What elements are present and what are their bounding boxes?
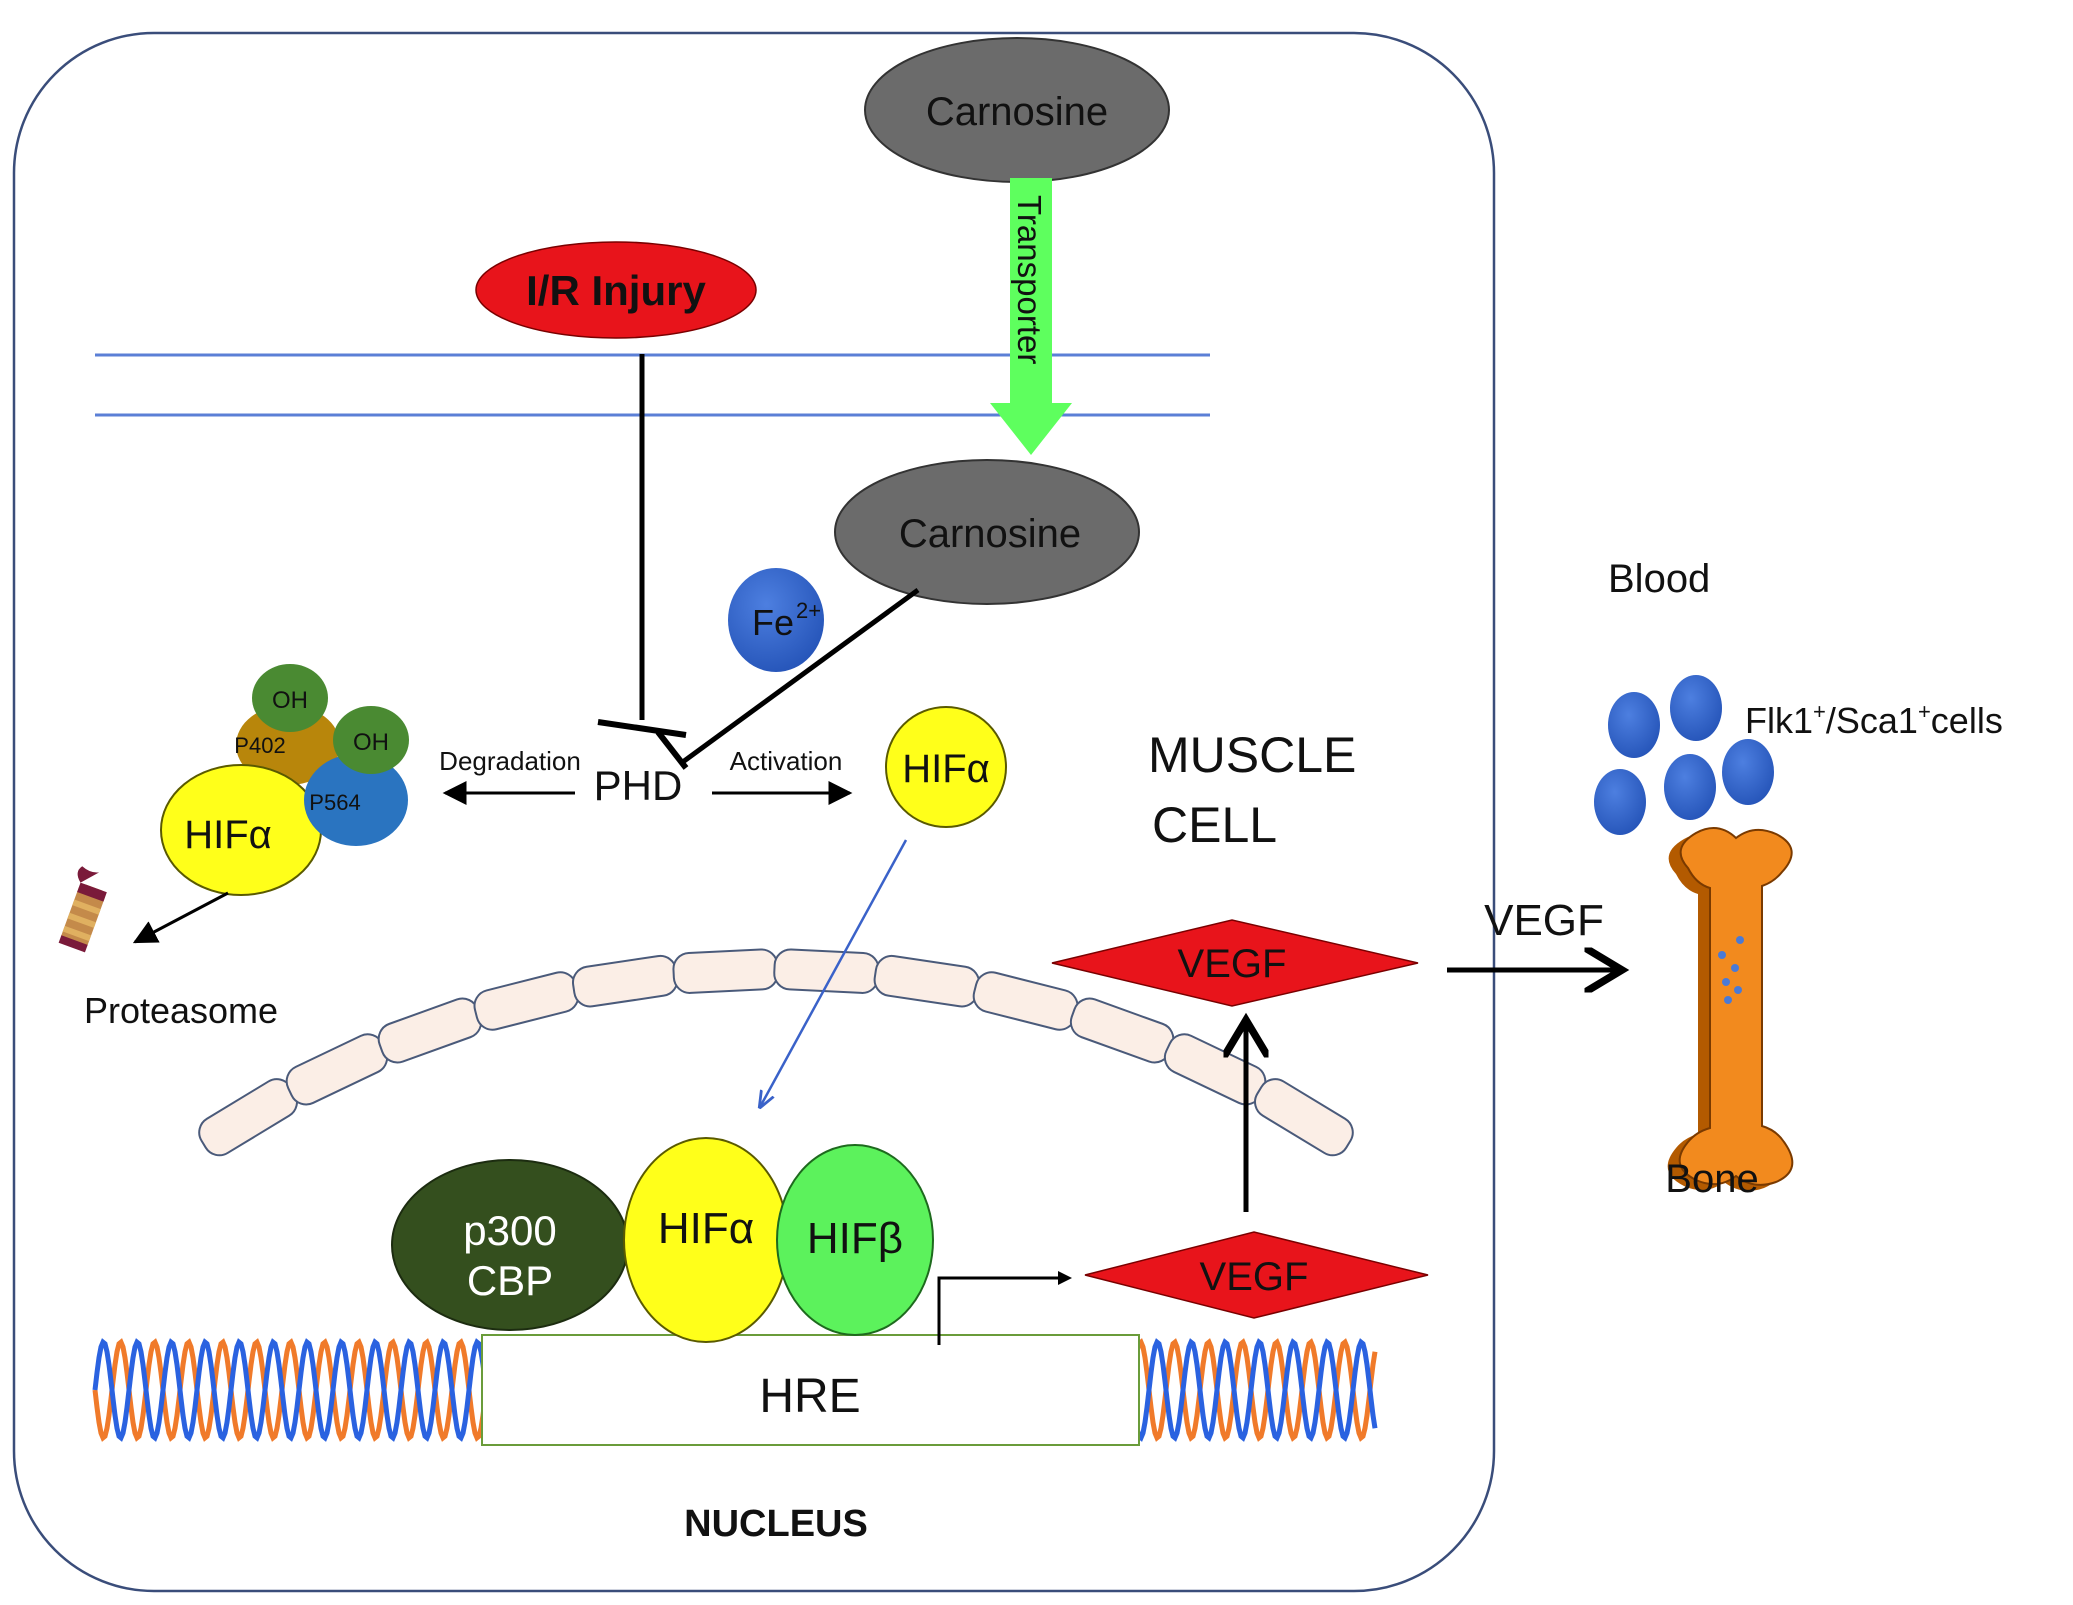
oh-group-2 <box>333 706 409 774</box>
activation-label: Activation <box>730 746 843 776</box>
muscle-cell-boundary <box>12 31 1496 1593</box>
fe-ion <box>728 568 824 672</box>
nucleus-label: NUCLEUS <box>684 1503 868 1545</box>
hre-box <box>481 1334 1140 1446</box>
vegf-protein <box>1051 919 1419 1007</box>
vegf-protein-label: VEGF <box>1178 942 1287 986</box>
oh-label-2: OH <box>353 729 389 756</box>
blood-label: Blood <box>1608 557 1710 601</box>
transporter-arrow <box>990 178 1072 455</box>
nuclear-pore-segment <box>873 954 980 1008</box>
p564-label: P564 <box>309 790 360 815</box>
vegf-mrna-label: VEGF <box>1200 1255 1309 1299</box>
bone-icon <box>1667 827 1794 1191</box>
muscle-cell-label-line2: CELL <box>1152 797 1277 853</box>
nuclear-pore-segment <box>1163 1033 1267 1106</box>
nuclear-pore-segment <box>972 971 1079 1031</box>
nuclear-pore-segment <box>1069 997 1175 1064</box>
nuclear-pore-segment <box>285 1033 389 1106</box>
blood-cell <box>1664 754 1716 820</box>
ir-injury <box>475 241 757 339</box>
nuclear-envelope <box>198 948 1354 1157</box>
p402-label: P402 <box>234 733 285 758</box>
proteasome-arrow <box>132 891 229 944</box>
phd-label: PHD <box>594 762 683 809</box>
oh-label-1: OH <box>272 687 308 714</box>
blood-cell <box>1594 769 1646 835</box>
hif-alpha-free-label: HIFα <box>902 747 990 791</box>
nuclear-pore-segment <box>473 971 580 1031</box>
p564-site <box>304 754 408 846</box>
flk1-sca1-label: Flk1+/Sca1+cells <box>1745 699 2003 741</box>
hif-beta <box>776 1144 934 1336</box>
cbp-label: CBP <box>467 1257 553 1304</box>
p402-site <box>236 705 340 785</box>
hif-alpha-complex-label: HIFα <box>184 813 272 857</box>
degradation-label: Degradation <box>439 746 581 776</box>
transcription-arrowhead <box>1058 1271 1072 1285</box>
nuclear-pore-segment <box>377 997 483 1064</box>
proteasome-icon <box>58 866 107 953</box>
carnosine-intracellular-label: Carnosine <box>899 512 1081 556</box>
blood-cell <box>1722 739 1774 805</box>
ir-injury-label: I/R Injury <box>526 267 706 314</box>
transporter-label: Transporter <box>1011 195 1048 364</box>
hre-label: HRE <box>759 1370 860 1423</box>
fe-label: Fe <box>752 602 794 643</box>
hif-alpha-nuclear-label: HIFα <box>658 1204 754 1253</box>
hif-beta-label: HIFβ <box>807 1214 903 1263</box>
nuclear-pore-segment <box>1254 1078 1354 1157</box>
nuclear-pore-segment <box>672 948 779 994</box>
blood-cell <box>1670 675 1722 741</box>
p300-label: p300 <box>463 1207 556 1254</box>
vegf-mrna <box>1084 1231 1429 1319</box>
flk1-sca1-cells <box>1594 675 1774 835</box>
carnosine-intracellular <box>834 459 1140 605</box>
transcription-arrow <box>937 1276 1068 1345</box>
carnosine-inhibition-line <box>678 587 920 767</box>
ir-inhibition-bar <box>597 719 687 738</box>
hydroxylated-hif-complex <box>160 664 409 896</box>
hif-translocation-arrow <box>760 839 908 1107</box>
blood-cell <box>1608 692 1660 758</box>
muscle-cell-label-line1: MUSCLE <box>1148 727 1356 783</box>
carnosine-extracellular-label: Carnosine <box>926 90 1108 134</box>
oh-group-1 <box>252 664 328 732</box>
fe-charge-label: 2+ <box>796 598 821 623</box>
proteasome-label: Proteasome <box>84 990 278 1031</box>
bone-label: Bone <box>1665 1157 1758 1201</box>
vegf-secretion-label: VEGF <box>1484 896 1604 945</box>
hif-alpha-free <box>885 706 1007 828</box>
nuclear-pore-segment <box>572 954 679 1008</box>
carnosine-inhibition-bar <box>655 730 689 770</box>
